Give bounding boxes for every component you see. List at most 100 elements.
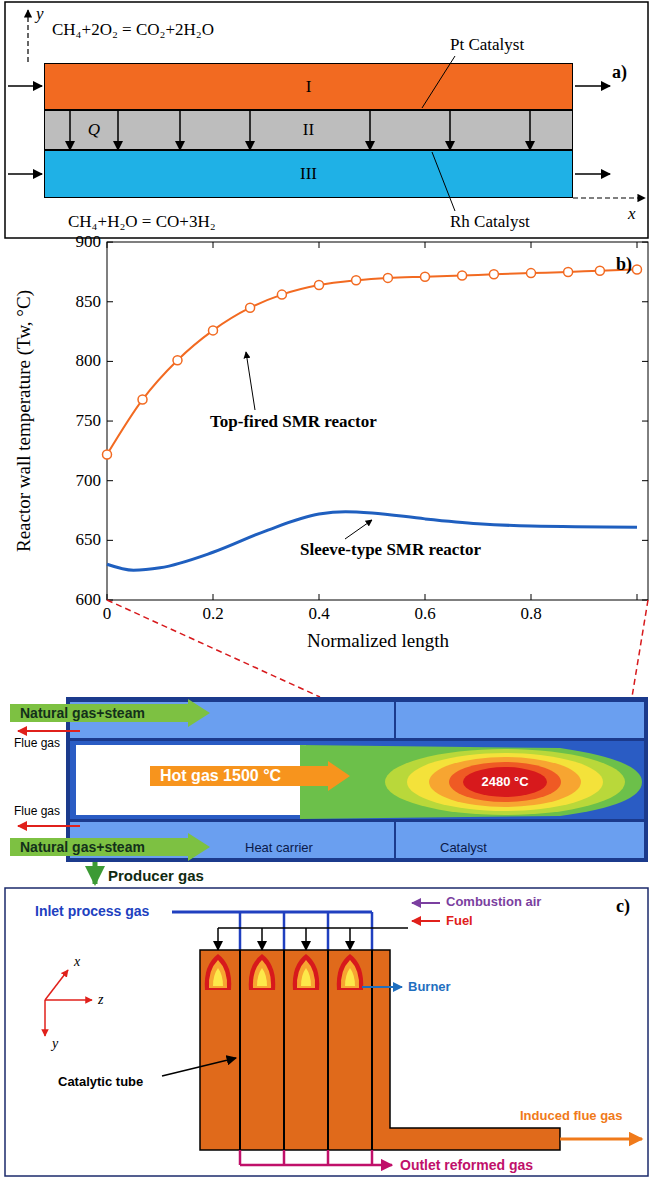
sleeve-reactor-section [18,730,80,732]
axis-ticks [637,594,638,600]
flow-label: Flue gas [14,737,60,751]
heat-flow-arrow [69,110,71,150]
temperature-chart [107,242,648,600]
burner-flame [297,960,315,988]
top-fired-furnace [283,912,286,950]
axis-ticks [319,242,320,248]
panel-a [8,85,42,87]
top-fired-furnace [172,911,372,914]
top-fired-furnace [283,950,285,1150]
axis-ticks [107,301,113,302]
part-label: Catalytic tube [58,1075,143,1090]
flow-label: Outlet reformed gas [400,1157,533,1173]
axis-ticks [642,600,648,601]
temperature-curves [458,271,467,280]
sleeve-reactor-section [429,757,581,807]
top-fired-furnace [5,888,648,1176]
temperature-curves [527,269,536,278]
temperature-curves [595,266,604,275]
axis-ticks [425,242,426,248]
combustion-channel: I [44,63,573,110]
temperature-curves [315,281,324,290]
temperature-chart [246,352,255,410]
top-fired-furnace [239,950,241,1150]
axis-ticks [531,594,532,600]
curve-label: Top-fired SMR reactor [210,412,377,432]
panel-a [573,197,645,198]
axis-label: y [52,1036,58,1052]
zone-label: Catalyst [440,841,487,856]
axis-ticks [213,242,214,248]
axis-ticks [213,594,214,600]
top-fired-furnace [200,950,560,1150]
heat-flow-arrow [449,110,451,150]
top-fired-furnace [217,928,219,950]
tick-label: 0.8 [520,604,541,624]
burner-flame [337,954,363,990]
sleeve-reactor-section [18,825,80,827]
temperature-curves [383,273,392,282]
top-fired-furnace [327,912,330,950]
panel-a [44,63,573,110]
panel-a [5,2,648,238]
burner-flame [341,960,359,988]
arrow-shape [10,699,210,727]
temperature-curves [103,265,642,570]
feed-arrow: Natural gas+steam [10,702,210,724]
top-fired-furnace [560,1138,642,1141]
axis-ticks [107,242,648,600]
flow-label: Flue gas [14,805,60,819]
axis-ticks [642,361,648,362]
top-fired-furnace [327,1150,330,1165]
heat-flux-label: Q [88,120,100,140]
reaction-equation: CH₄+2O₂ = CO₂+2H₂O [52,20,214,40]
panel-a [575,173,610,175]
top-fired-furnace [45,999,92,1001]
panel-a [575,85,610,87]
top-fired-furnace [371,950,373,1150]
sleeve-reactor-section [300,745,642,819]
axis-ticks [642,480,648,481]
tick-label: 900 [76,232,102,252]
temperature-chart [345,520,372,539]
axis-ticks [107,242,108,248]
burner-flame [253,960,271,988]
temperature-chart [103,242,649,697]
temperature-curves [352,276,361,285]
top-fired-furnace [45,970,68,1000]
arrow-shape [10,833,210,861]
panel-a [27,10,28,62]
sleeve-reactor-section [463,767,547,797]
panel-label: a) [612,62,627,83]
sleeve-reactor-section [449,762,561,802]
temperature-curves [107,270,637,455]
temperature-chart [632,600,648,697]
panel-label: c) [616,896,630,917]
node-text: Natural gas+steam [20,705,180,721]
flow-label: Producer gas [108,867,204,884]
heat-flow-arrow [249,110,251,150]
axis-ticks [107,421,113,422]
top-fired-furnace [362,986,402,988]
top-fired-furnace [239,912,242,950]
burner-flame [249,954,275,990]
tick-label: 700 [76,471,102,491]
axis-ticks [107,594,108,600]
sleeve-reactor-section [93,862,98,884]
burner-flame [205,954,231,990]
axis-ticks [425,594,426,600]
axis-title: Normalized length [307,630,449,652]
burner-flame [301,968,311,986]
heat-flow-arrow [117,110,119,150]
temperature-curves [421,272,430,281]
temperature-curves [246,303,255,312]
temperature-curves [633,265,642,274]
temperature-curves [103,450,112,459]
node-text: III [300,164,317,184]
heat-flow-arrow [179,110,181,150]
panel-a [432,152,455,211]
axis-ticks [107,480,113,481]
arrow-shape [150,761,350,791]
